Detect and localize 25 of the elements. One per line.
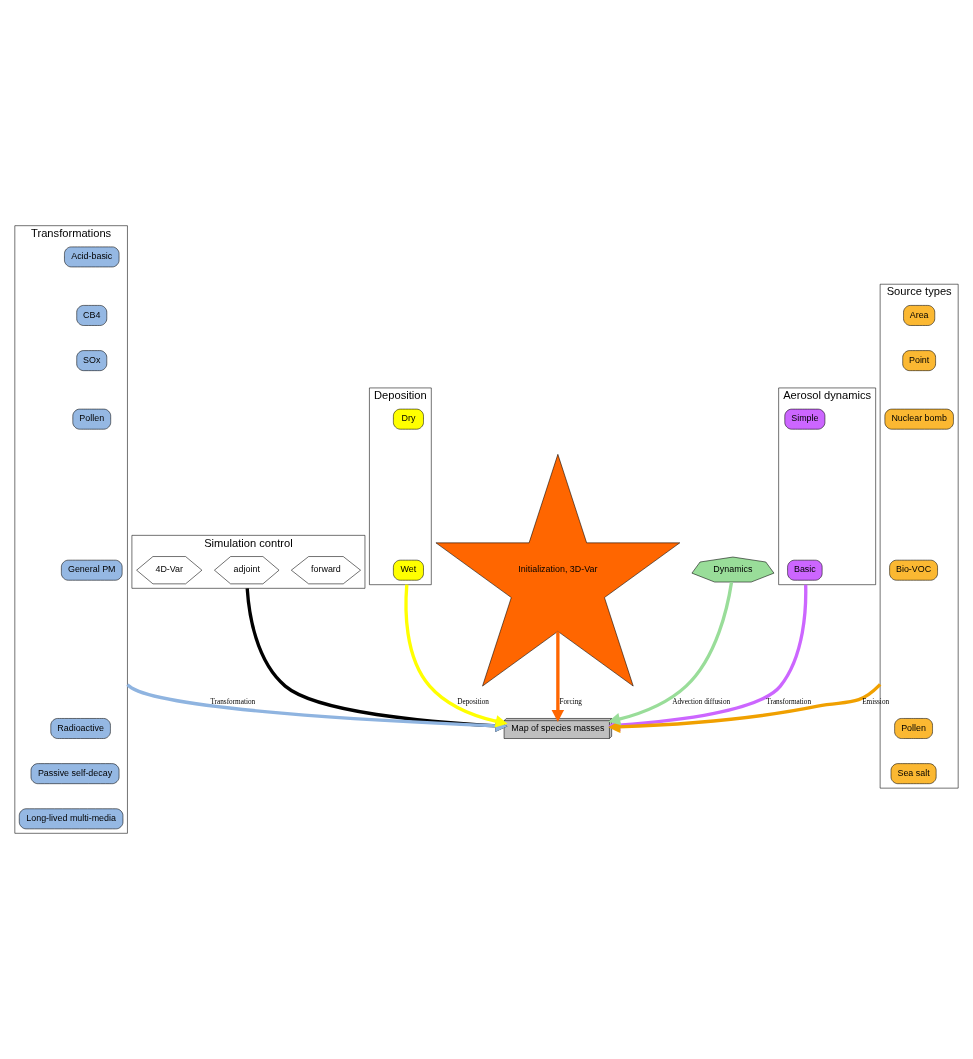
node-box: Pollen (894, 718, 933, 739)
arrow (126, 683, 508, 733)
node-box: Point (902, 350, 936, 371)
node-box: Wet (393, 559, 424, 581)
node-box: Nuclear bomb (884, 408, 954, 430)
node-box: Simple (784, 408, 826, 430)
arrow (404, 584, 508, 728)
node-box: Basic (787, 559, 823, 581)
node-box: Bio-VOC (889, 559, 938, 581)
node-box: Pollen (72, 408, 111, 430)
node-box: Radioactive (50, 718, 111, 739)
arrow (245, 588, 508, 733)
node-box: Long-lived multi-media (19, 808, 124, 830)
node-box: Sea salt (890, 763, 937, 784)
node-box: General PM (61, 559, 123, 581)
node-box: CB4 (76, 305, 108, 326)
arrow (608, 683, 882, 734)
arrow (551, 631, 565, 722)
node-box: Dry (393, 408, 424, 430)
node-box: Passive self-decay (30, 763, 120, 784)
arrow (608, 581, 734, 726)
node-box: Acid-basic (64, 246, 120, 268)
node-box: Area (903, 305, 936, 326)
arrow (608, 584, 808, 732)
node-box: SOx (76, 350, 108, 371)
